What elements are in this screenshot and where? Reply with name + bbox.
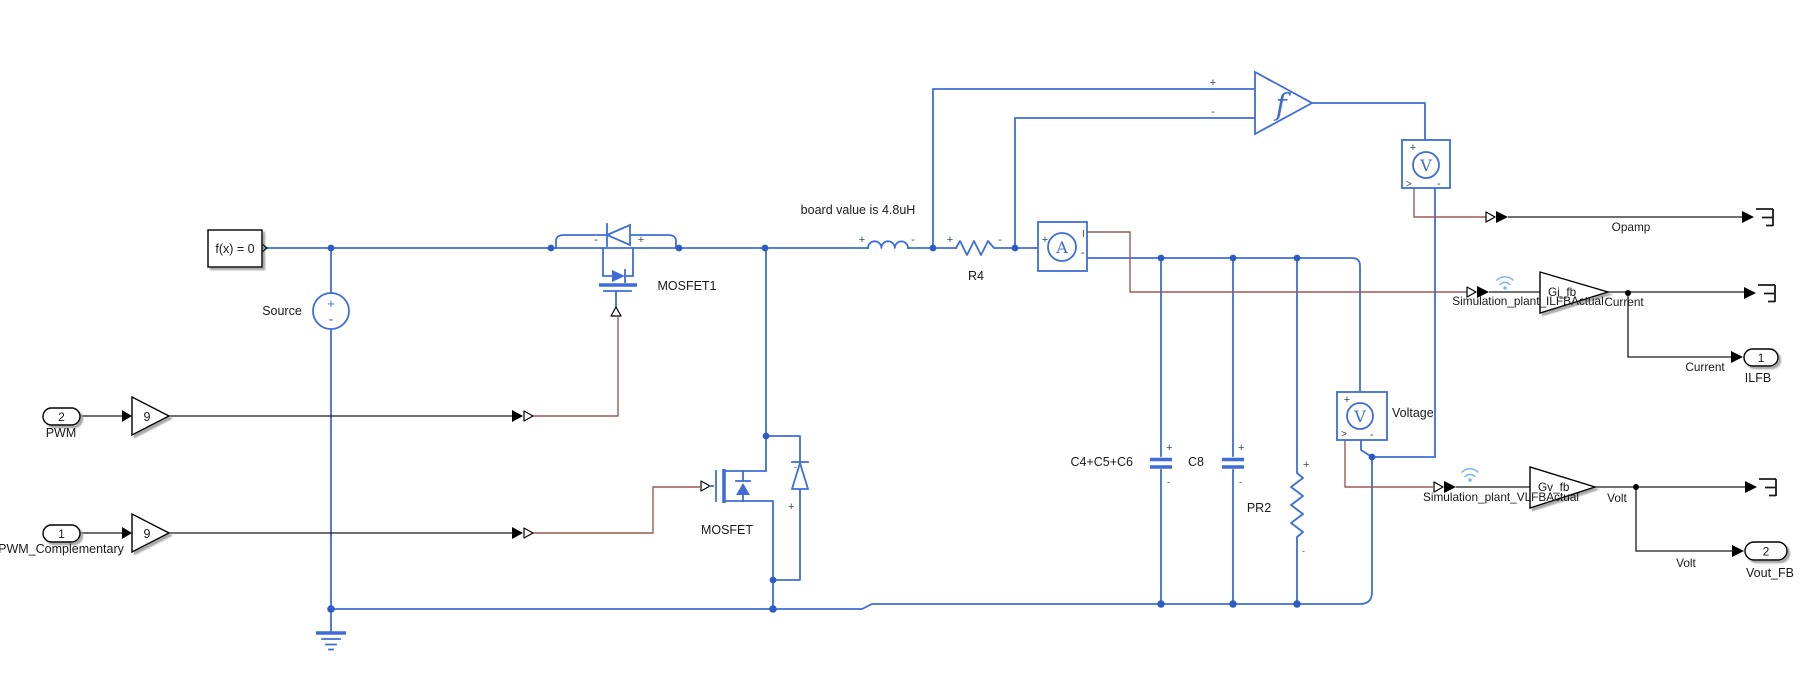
wireless-icon-current [1496,276,1514,290]
voltmeter-top-letter: V [1419,156,1432,175]
terminator-opamp[interactable] [1756,208,1774,227]
physical-network-wires[interactable] [261,88,1436,651]
pr2-label: PR2 [1247,501,1271,515]
inport-pwm-comp-label: PWM_Complementary [0,542,125,556]
inport-pwm[interactable]: 2 PWM [42,407,81,440]
cap1-minus: - [1167,477,1170,487]
wire-label-current: Current [1604,295,1644,309]
inductor-plus: + [859,234,865,246]
voltmeter-out-label: Voltage [1392,406,1434,420]
signal-wires[interactable] [80,216,1745,552]
voltmeter-out-block[interactable]: V + > - Voltage [1336,391,1434,441]
voltmeter-top-plus: + [1410,142,1416,154]
pr2-plus: + [1303,459,1309,471]
mosfet1-diode-plus: + [638,234,644,246]
inport-pwm-complementary[interactable]: 1 PWM_Complementary [0,524,125,556]
gain-gi-fb[interactable]: Gi_fb [1539,271,1611,314]
source-block[interactable]: + - Source [262,292,350,330]
wire-label-current-branch: Current [1685,360,1725,374]
gain-gi-label: Gi_fb [1548,285,1577,299]
gain-pwm[interactable]: 9 [131,395,171,437]
diode-minus: - [794,462,797,472]
solver-block[interactable]: f(x) = 0 [207,229,269,268]
resistor-r4[interactable]: + - R4 [947,234,1002,283]
ammeter-block[interactable]: A + I - [1037,221,1088,272]
terminator-current[interactable] [1758,284,1776,303]
capacitor-c8[interactable]: C8 + - [1188,442,1244,487]
inport-pwm-comp-number: 1 [58,527,65,541]
outport-ilfb-label: ILFB [1745,371,1771,385]
wire-label-opamp: Opamp [1612,220,1651,234]
voltmeter-out-plus: + [1344,394,1350,406]
wire-label-volt-branch: Volt [1676,556,1696,570]
wire-label-volt: Volt [1607,491,1627,505]
mosfet1-label: MOSFET1 [657,279,716,293]
gain-pwm-comp-value: 9 [144,527,151,541]
resistor-pr2[interactable]: + PR2 - [1247,459,1310,556]
gain-gv-fb[interactable]: Gv_fb [1529,466,1598,509]
source-plus: + [327,296,335,311]
r4-label: R4 [968,269,984,283]
inductor[interactable]: board value is 4.8uH + - [801,203,916,246]
mosfet1-diode-minus: - [594,234,598,246]
outport-vout-fb[interactable]: 2 Vout_FB [1744,541,1794,580]
outport-ilfb-number: 1 [1758,351,1765,365]
cap2-minus: - [1239,477,1242,487]
outport-vout-fb-number: 2 [1763,545,1770,559]
voltmeter-out-letter: V [1353,407,1366,426]
inport-pwm-number: 2 [58,410,65,424]
signal-label-sim-vlfb: Simulation_plant_VLFBActual [1423,490,1579,504]
mosfet1-block[interactable]: - + MOSFET1 [594,223,717,317]
mosfet2-label: MOSFET [701,523,753,537]
terminator-volt[interactable] [1759,478,1777,497]
ammeter-current-out: I [1082,229,1085,240]
voltmeter-top-minus: - [1437,178,1441,190]
outport-ilfb[interactable]: 1 ILFB [1743,348,1779,385]
wireless-icon-volt [1461,468,1479,482]
ammeter-letter: A [1055,238,1068,257]
mosfet2-block[interactable]: MOSFET [700,469,753,537]
gain-pwm-complementary[interactable]: 9 [131,512,171,554]
gain-pwm-value: 9 [144,410,151,424]
outport-vout-fb-label: Vout_FB [1746,566,1794,580]
diode-plus: + [788,501,794,513]
inport-pwm-label: PWM [46,426,77,440]
source-minus: - [329,311,334,328]
source-label: Source [262,304,302,318]
voltmeter-out-minus: - [1370,429,1374,441]
signal-label-sim-ilfb: Simulation_plant_ILFBActual [1452,294,1603,308]
voltmeter-top-block[interactable]: V + > - [1401,139,1451,190]
inductor-annotation: board value is 4.8uH [801,203,916,217]
ammeter-minus: - [1081,247,1085,259]
arrowheads [122,211,1757,557]
inductor-minus: - [911,234,915,246]
fcn-block[interactable]: f + - [1210,70,1314,136]
junction-dots [327,244,1376,613]
solver-label: f(x) = 0 [215,242,254,256]
physical-signal-wires[interactable] [533,188,1486,534]
voltmeter-top-out: > [1406,179,1412,190]
pr2-minus: - [1302,546,1305,556]
freewheel-diode[interactable]: - + [788,459,810,513]
cap1-label: C4+C5+C6 [1070,455,1133,469]
cap2-plus: + [1238,442,1244,454]
ammeter-plus: + [1042,234,1048,246]
cap2-label: C8 [1188,455,1204,469]
r4-minus: - [998,234,1002,246]
fcn-minus: - [1211,106,1215,118]
capacitor-c4c5c6[interactable]: C4+C5+C6 + - [1070,442,1172,487]
voltmeter-out-port: > [1341,429,1347,440]
cap1-plus: + [1166,442,1172,454]
gain-gv-label: Gv_fb [1538,480,1570,494]
r4-plus: + [947,234,953,246]
fcn-plus: + [1210,77,1216,89]
